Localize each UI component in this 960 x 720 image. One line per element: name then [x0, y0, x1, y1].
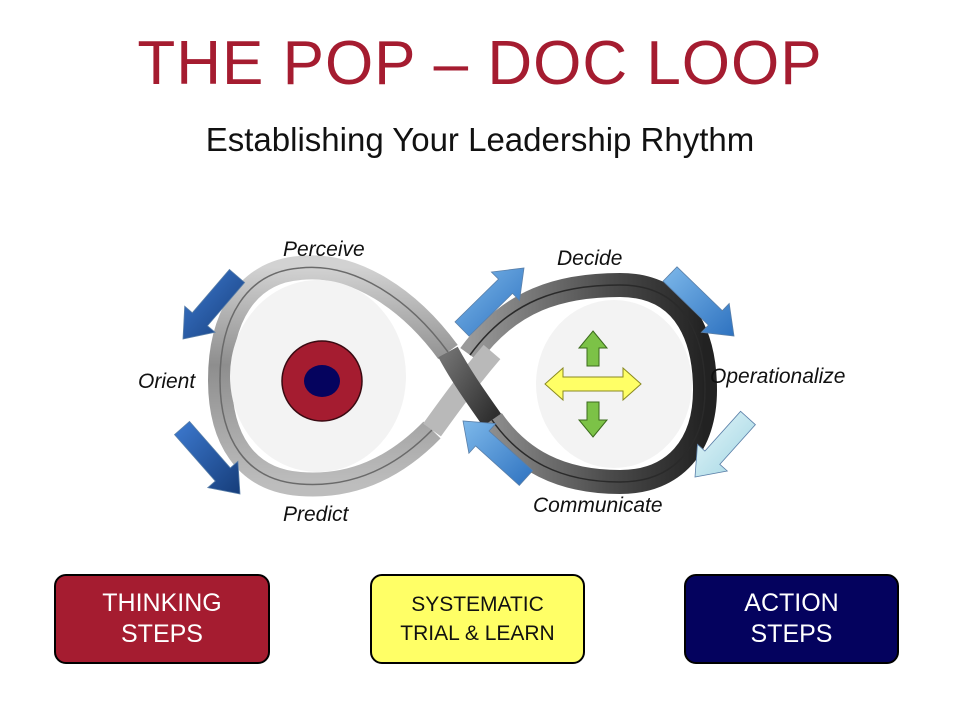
action-steps-line2: STEPS: [750, 620, 833, 648]
step-label-communicate: Communicate: [533, 494, 663, 517]
thinking-steps-line1: THINKING: [102, 589, 222, 617]
systematic-trial-line2: TRIAL & LEARN: [400, 622, 555, 645]
flow-arrow-communicate-to-cross-icon: [462, 420, 534, 486]
systematic-trial-line1: SYSTEMATIC: [411, 593, 544, 616]
step-label-orient: Orient: [138, 370, 196, 393]
action-steps-line1: ACTION: [744, 589, 839, 617]
flow-arrow-decide-to-operationalize-icon: [662, 266, 735, 337]
systematic-trial-box: SYSTEMATIC TRIAL & LEARN: [370, 574, 585, 664]
flow-arrow-orient-to-predict-icon: [173, 420, 241, 495]
step-label-decide: Decide: [557, 247, 623, 270]
thinking-steps-box: THINKING STEPS: [54, 574, 270, 664]
page-title: THE POP – DOC LOOP: [137, 29, 823, 98]
flow-arrow-operationalize-to-communicate-icon: [694, 410, 756, 478]
step-label-predict: Predict: [283, 503, 349, 526]
step-label-perceive: Perceive: [283, 238, 365, 261]
step-label-operationalize: Operationalize: [710, 365, 846, 388]
flow-arrow-perceive-to-orient-icon: [182, 268, 246, 340]
flow-arrow-to-decide-icon: [454, 267, 525, 337]
four-way-arrow-icon: [544, 330, 642, 438]
action-steps-box: ACTION STEPS: [684, 574, 899, 664]
thinking-steps-line2: STEPS: [121, 620, 203, 648]
page-subtitle: Establishing Your Leadership Rhythm: [205, 121, 755, 158]
bullseye-icon: [281, 340, 363, 422]
